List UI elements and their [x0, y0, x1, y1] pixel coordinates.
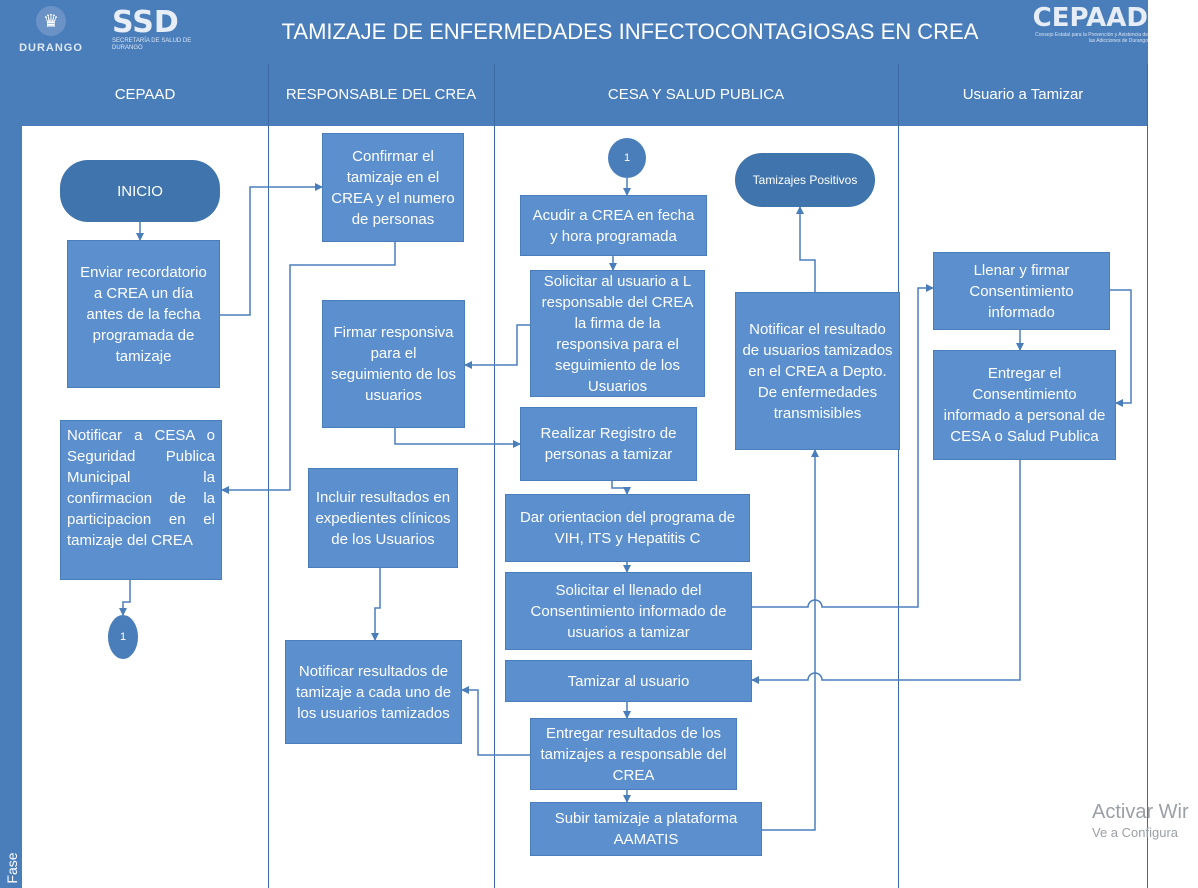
terminator-tamizajes-positivos: Tamizajes Positivos: [735, 153, 875, 207]
lane-title-usuario: Usuario a Tamizar: [962, 86, 1084, 103]
process-solicitar-firma: Solicitar al usuario a L responsable del…: [530, 270, 705, 397]
process-confirmar-tamizaje: Confirmar el tamizaje en el CREA y el nu…: [322, 133, 464, 242]
offpage-connector: 1: [108, 615, 138, 659]
lane-divider: [1147, 64, 1148, 888]
cepaad-logo-text: CEPAAD: [1032, 3, 1148, 33]
lane-header-bar: [22, 64, 1148, 126]
edge-depto-positivos: [796, 206, 816, 292]
edge-solicitar-firmar: [464, 324, 530, 369]
edge-incluir-notificarres: [371, 568, 381, 641]
edge-enviar-confirmar: [220, 183, 323, 316]
process-firmar-responsiva: Firmar responsiva para el seguimiento de…: [322, 300, 465, 428]
ssd-logo: SSD Secretaría de Salud de Durango: [112, 8, 222, 58]
process-notificar-depto: Notificar el resultado de usuarios tamiz…: [735, 292, 900, 450]
edge-firmar-realizar: [394, 428, 521, 448]
process-entregar-consentimiento: Entregar el Consentimiento informado a p…: [933, 350, 1116, 460]
edge-solicitar-llenar: [752, 284, 934, 608]
edge-entregar-tamizar: [751, 460, 1021, 684]
process-subir-tamizaje: Subir tamizaje a plataforma AAMATIS: [530, 802, 762, 856]
diagram-header: [0, 0, 1148, 64]
edge-realizar-orientacion: [611, 481, 631, 495]
edge-llenar-entregar-loop: [1110, 289, 1132, 407]
watermark-line-1: Activar Wir: [1092, 801, 1189, 823]
process-acudir-crea: Acudir a CREA en fecha y hora programada: [520, 195, 707, 256]
process-dar-orientacion: Dar orientacion del programa de VIH, ITS…: [505, 494, 750, 562]
phase-sidebar: [0, 64, 22, 888]
process-incluir-resultados: Incluir resultados en expedientes clínic…: [308, 468, 458, 568]
edge-notificar-connector: [119, 580, 131, 616]
lane-title-cepaad: CEPAAD: [114, 86, 176, 103]
process-llenar-consentimiento: Llenar y firmar Consentimiento informado: [933, 252, 1110, 330]
process-tamizar-usuario: Tamizar al usuario: [505, 660, 752, 702]
lane-divider: [494, 64, 495, 888]
offpage-connector: 1: [608, 138, 646, 178]
lane-title-cesa: CESA Y SALUD PUBLICA: [607, 86, 785, 103]
diagram-title: TAMIZAJE DE ENFERMEDADES INFECTOCONTAGIO…: [281, 19, 979, 44]
watermark-line-2: Ve a Configura: [1092, 825, 1179, 840]
crest-icon: ♛: [36, 6, 66, 36]
edge-subir-depto: [762, 449, 819, 831]
process-entregar-resultados: Entregar resultados de los tamizajes a r…: [530, 718, 737, 790]
process-solicitar-llenado: Solicitar el llenado del Consentimiento …: [505, 572, 752, 650]
edge-entregarres-notificar: [461, 686, 530, 756]
ssd-logo-text: SSD: [112, 5, 179, 40]
windows-activation-watermark: Activar Wir Ve a Configura: [1092, 800, 1198, 842]
process-realizar-registro: Realizar Registro de personas a tamizar: [520, 407, 697, 481]
process-enviar-recordatorio: Enviar recordatorio a CREA un día antes …: [67, 240, 220, 388]
cepaad-logo: CEPAAD Consejo Estatal para la Prevenció…: [1032, 4, 1148, 60]
ssd-logo-subtext: Secretaría de Salud de Durango: [112, 38, 192, 51]
lane-divider: [268, 64, 269, 888]
durango-logo-text: DURANGO: [19, 42, 83, 54]
cepaad-logo-subtext: Consejo Estatal para la Prevención y Asi…: [1035, 32, 1148, 44]
edge-confirmar-notificar: [221, 242, 396, 494]
start-terminator: INICIO: [60, 160, 220, 222]
durango-logo: ♛ DURANGO: [6, 6, 96, 58]
lane-divider: [898, 64, 899, 888]
process-notificar-resultados: Notificar resultados de tamizaje a cada …: [285, 640, 462, 744]
lane-title-responsable: RESPONSABLE DEL CREA: [285, 86, 477, 103]
process-notificar-cesa: Notificar a CESA o Seguridad Publica Mun…: [60, 420, 222, 580]
